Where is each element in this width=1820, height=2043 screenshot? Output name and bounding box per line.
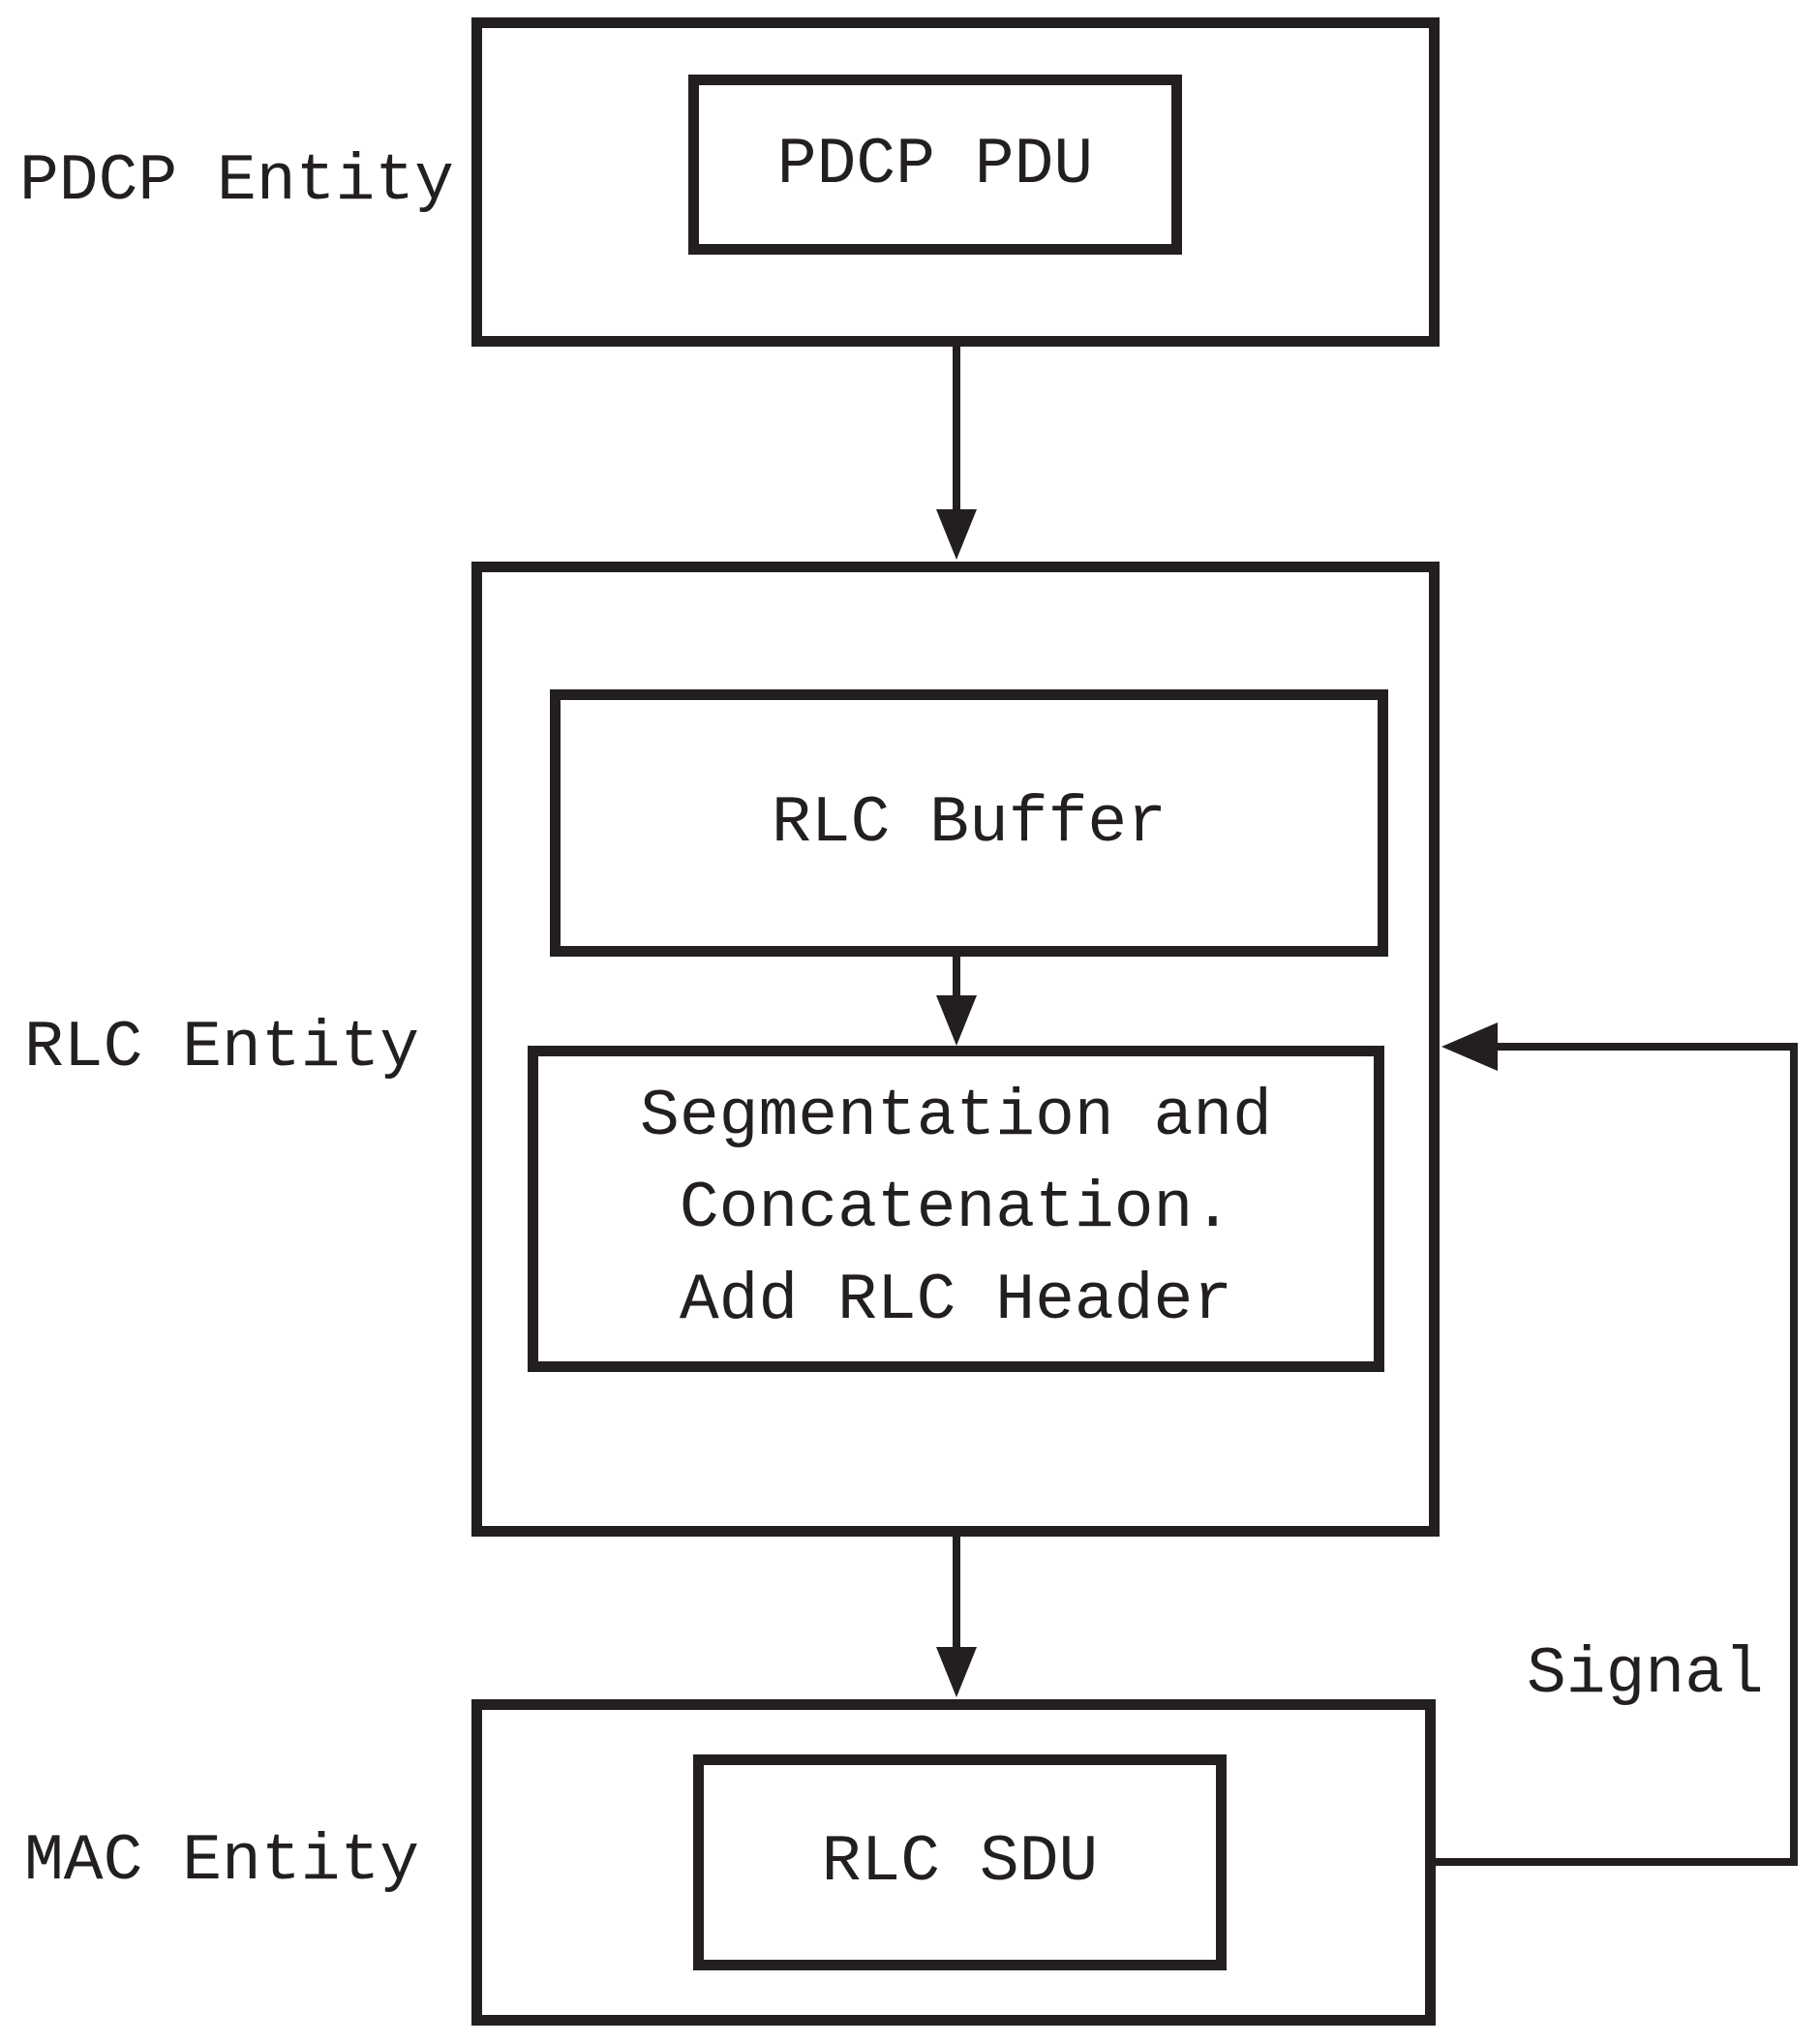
mac-entity-box — [471, 1699, 1436, 2026]
mac-entity-label: MAC Entity — [24, 1824, 420, 1899]
rlc-buffer-box: RLC Buffer — [550, 689, 1388, 957]
segmentation-line-1: Segmentation and — [640, 1080, 1272, 1154]
signal-label: Signal — [1527, 1637, 1764, 1712]
rlc-to-mac-arrowhead-icon — [936, 1647, 977, 1697]
signal-feedback-bottom-line — [1436, 1858, 1798, 1866]
buffer-to-segmentation-arrowhead-icon — [936, 995, 977, 1046]
signal-feedback-vertical-line — [1790, 1043, 1798, 1866]
rlc-to-mac-arrow-line — [953, 1537, 960, 1651]
pdcp-pdu-label: PDCP PDU — [776, 127, 1094, 202]
signal-feedback-arrowhead-icon — [1441, 1022, 1498, 1071]
pdcp-entity-label: PDCP Entity — [19, 144, 454, 219]
segmentation-line-2: Concatenation. — [679, 1172, 1233, 1246]
rlc-entity-label: RLC Entity — [24, 1011, 420, 1085]
rlc-sdu-box: RLC SDU — [693, 1754, 1227, 1970]
pdcp-entity-box — [471, 17, 1440, 347]
buffer-to-segmentation-arrow-line — [953, 957, 960, 1001]
segmentation-line-3: Add RLC Header — [679, 1264, 1233, 1338]
rlc-sdu-label: RLC SDU — [821, 1825, 1099, 1900]
segmentation-box: Segmentation and Concatenation. Add RLC … — [528, 1046, 1384, 1372]
pdcp-to-rlc-arrow-line — [953, 347, 960, 517]
rlc-buffer-label: RLC Buffer — [771, 785, 1168, 861]
segmentation-text: Segmentation and Concatenation. Add RLC … — [538, 1056, 1374, 1361]
pdcp-to-rlc-arrowhead-icon — [936, 509, 977, 560]
pdcp-pdu-box: PDCP PDU — [688, 75, 1182, 255]
signal-feedback-top-line — [1496, 1043, 1798, 1051]
